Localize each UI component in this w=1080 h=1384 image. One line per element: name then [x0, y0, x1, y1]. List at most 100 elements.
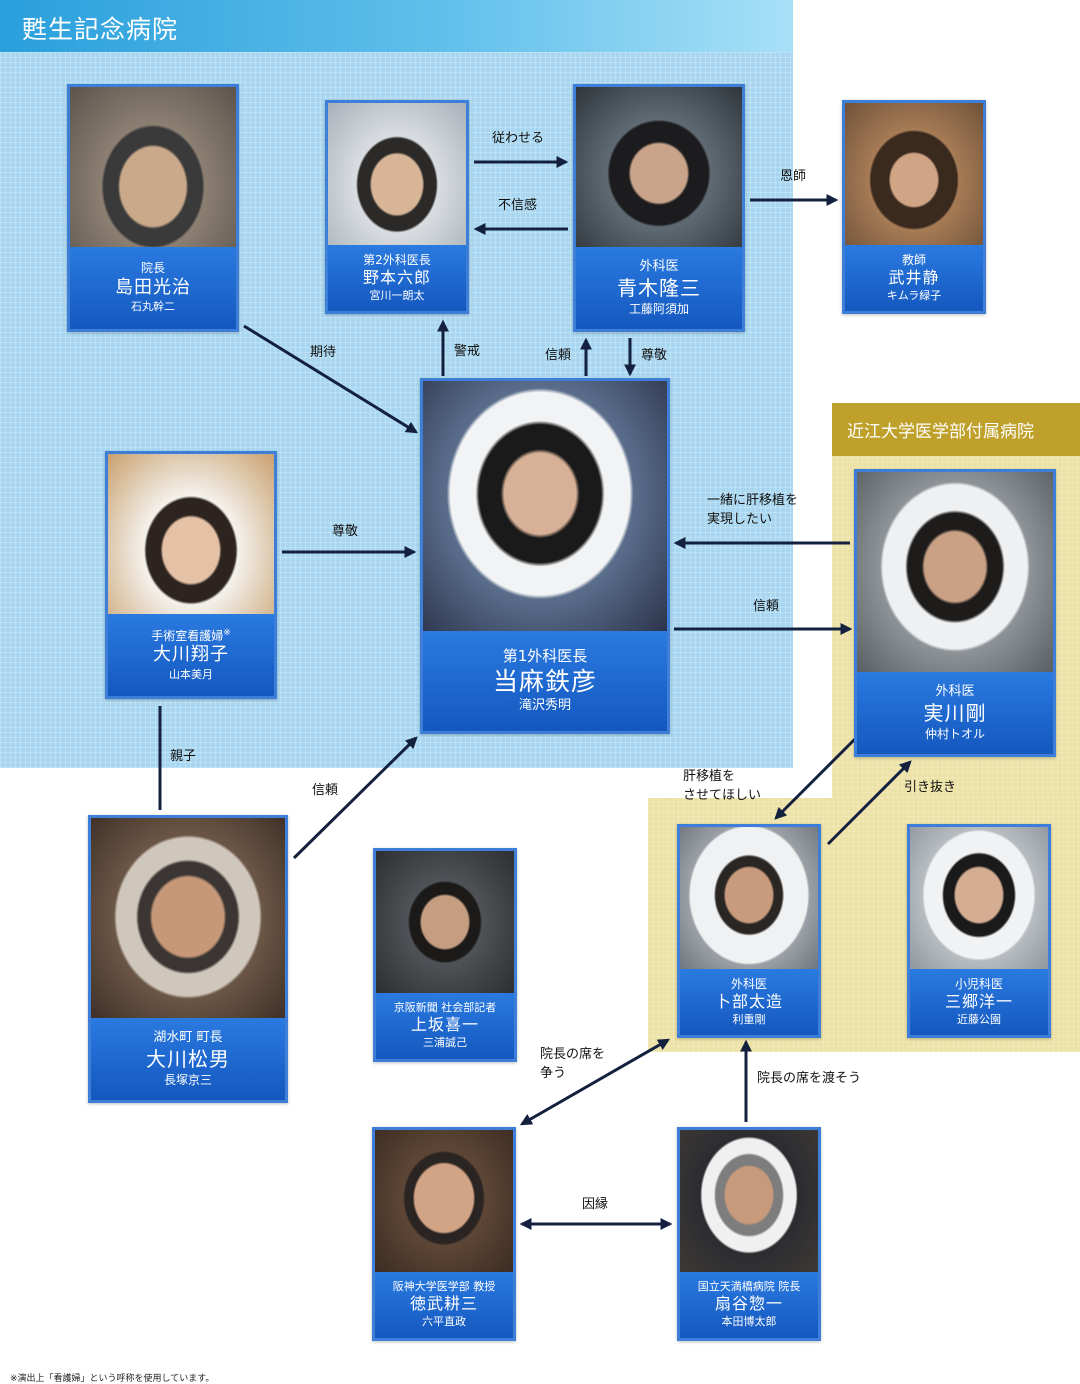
card-okawa-matsuo[interactable]: 湖水町 町長 大川松男 長塚京三 — [88, 815, 288, 1103]
label-shinrai-up: 信頼 — [545, 348, 572, 363]
label-arasou-line1: 院長の席を — [540, 1047, 606, 1062]
label-kan-ishoku-line2: させてほしい — [683, 787, 762, 803]
photo-aoki — [576, 87, 742, 253]
card-shimada[interactable]: 院長 島田光治 石丸幹二 — [67, 84, 239, 332]
card-takei[interactable]: 教師 武井静 キムラ緑子 — [842, 100, 986, 314]
label-kan-ishoku-line1: 肝移植を — [683, 769, 736, 784]
actor-okawa-matsuo: 長塚京三 — [163, 1072, 212, 1087]
actor-okawa-shoko: 山本美月 — [169, 667, 213, 681]
photo-shimada — [70, 87, 236, 253]
actor-nomoto: 宮川一朗太 — [369, 289, 425, 303]
photo-okawa-matsuo — [91, 818, 285, 1024]
card-aoki[interactable]: 外科医 青木隆三 工藤阿須加 — [573, 84, 745, 332]
actor-aoki: 工藤阿須加 — [628, 301, 689, 316]
actor-ougiya: 本田博太郎 — [721, 1315, 777, 1329]
photo-urabe — [680, 827, 818, 975]
role-okawa-matsuo: 湖水町 町長 — [153, 1029, 223, 1045]
role-mark-okawa-shoko: ※ — [223, 627, 231, 638]
arrow-kan-ishoku — [774, 736, 858, 820]
actor-uesaka: 三浦誠己 — [423, 1036, 467, 1050]
name-shimada: 島田光治 — [115, 276, 191, 298]
role-takei: 教師 — [901, 252, 926, 267]
card-okawa-shoko[interactable]: 手術室看護婦※ 大川翔子 山本美月 — [105, 451, 277, 699]
role-nomoto: 第2外科医長 — [363, 252, 431, 267]
role-okawa-shoko: 手術室看護婦 — [151, 628, 224, 643]
name-toma: 当麻鉄彦 — [492, 667, 597, 697]
label-arasou: 院長の席を 争う — [540, 1046, 605, 1084]
label-sonkei-left: 尊敬 — [332, 524, 359, 539]
name-okawa-matsuo: 大川松男 — [146, 1046, 230, 1071]
card-jitsukawa[interactable]: 外科医 実川剛 仲村トオル — [854, 469, 1056, 757]
name-tokutake: 徳武耕三 — [409, 1294, 478, 1314]
photo-uesaka — [376, 851, 514, 999]
name-okawa-shoko: 大川翔子 — [153, 644, 229, 666]
role-shimada: 院長 — [140, 261, 165, 276]
card-nomoto[interactable]: 第2外科医長 野本六郎 宮川一朗太 — [325, 100, 469, 314]
label-watasou: 院長の席を渡そう — [757, 1071, 862, 1086]
actor-urabe: 利重剛 — [732, 1013, 766, 1027]
actor-shimada: 石丸幹二 — [131, 300, 175, 314]
label-issho: 一緒に肝移植を 実現したい — [707, 492, 798, 530]
arrow-arasou — [519, 1038, 671, 1126]
card-uesaka[interactable]: 京阪新聞 社会部記者 上坂喜一 三浦誠己 — [373, 848, 517, 1062]
label-keikai: 警戒 — [454, 344, 481, 359]
label-kan-ishoku: 肝移植を させてほしい — [683, 768, 761, 806]
label-issho-line2: 実現したい — [707, 511, 773, 527]
card-ougiya[interactable]: 国立天満橋病院 院長 扇谷惣一 本田博太郎 — [677, 1127, 821, 1341]
arrow-shinrai-matsuo — [292, 736, 418, 860]
name-uesaka: 上坂喜一 — [410, 1015, 479, 1035]
photo-satomi — [910, 827, 1048, 975]
photo-okawa-shoko — [108, 454, 274, 620]
photo-tokutake — [375, 1130, 513, 1278]
role-ougiya: 国立天満橋病院 院長 — [697, 1280, 801, 1294]
label-onshi: 恩師 — [780, 169, 807, 184]
name-takei: 武井静 — [888, 268, 940, 288]
arrow-kitai — [243, 324, 419, 434]
role-tokutake: 阪神大学医学部 教授 — [392, 1280, 496, 1294]
card-urabe[interactable]: 外科医 卜部太造 利重剛 — [677, 824, 821, 1038]
label-kitai: 期待 — [310, 345, 337, 360]
photo-ougiya — [680, 1130, 818, 1278]
role-jitsukawa: 外科医 — [935, 683, 975, 699]
card-tokutake[interactable]: 阪神大学医学部 教授 徳武耕三 六平直政 — [372, 1127, 516, 1341]
label-oyako: 親子 — [170, 749, 197, 764]
actor-takei: キムラ緑子 — [886, 289, 942, 303]
actor-jitsukawa: 仲村トオル — [924, 726, 985, 741]
hospital-b-title: 近江大学医学部付属病院 — [847, 422, 1034, 442]
label-sonkei-down: 尊敬 — [641, 348, 668, 363]
name-urabe: 卜部太造 — [714, 992, 783, 1012]
role-aoki: 外科医 — [639, 258, 679, 274]
footnote: ※演出上「看護婦」という呼称を使用しています。 — [10, 1374, 215, 1384]
name-nomoto: 野本六郎 — [362, 268, 431, 288]
card-satomi[interactable]: 小児科医 三郷洋一 近藤公園 — [907, 824, 1051, 1038]
name-ougiya: 扇谷惣一 — [714, 1294, 783, 1314]
label-issho-line1: 一緒に肝移植を — [707, 493, 799, 508]
label-arasou-line2: 争う — [540, 1065, 567, 1081]
name-satomi: 三郷洋一 — [944, 992, 1013, 1012]
photo-toma — [423, 381, 667, 637]
name-aoki: 青木隆三 — [617, 275, 701, 300]
role-satomi: 小児科医 — [954, 976, 1003, 991]
photo-jitsukawa — [857, 472, 1053, 678]
photo-takei — [845, 103, 983, 251]
label-innen: 因縁 — [582, 1197, 609, 1212]
actor-satomi: 近藤公園 — [957, 1013, 1001, 1027]
hospital-a-header: 甦生記念病院 — [0, 0, 793, 52]
actor-tokutake: 六平直政 — [422, 1315, 466, 1329]
label-shitagawaseru: 従わせる — [492, 131, 545, 146]
photo-nomoto — [328, 103, 466, 251]
card-toma[interactable]: 第1外科医長 当麻鉄彦 滝沢秀明 — [420, 378, 670, 734]
name-jitsukawa: 実川剛 — [923, 700, 987, 725]
label-hikinuki: 引き抜き — [904, 780, 957, 795]
role-uesaka: 京阪新聞 社会部記者 — [393, 1001, 497, 1015]
hospital-b-header: 近江大学医学部付属病院 — [832, 403, 1080, 456]
label-shinrai-matsuo: 信頼 — [312, 783, 339, 798]
label-shinrai-right: 信頼 — [753, 599, 780, 614]
arrow-hikinuki — [826, 760, 912, 846]
label-fushinkan: 不信感 — [498, 198, 538, 213]
actor-toma: 滝沢秀明 — [518, 698, 571, 714]
role-toma: 第1外科医長 — [502, 646, 588, 665]
role-urabe: 外科医 — [730, 976, 767, 991]
hospital-a-title: 甦生記念病院 — [22, 15, 179, 44]
